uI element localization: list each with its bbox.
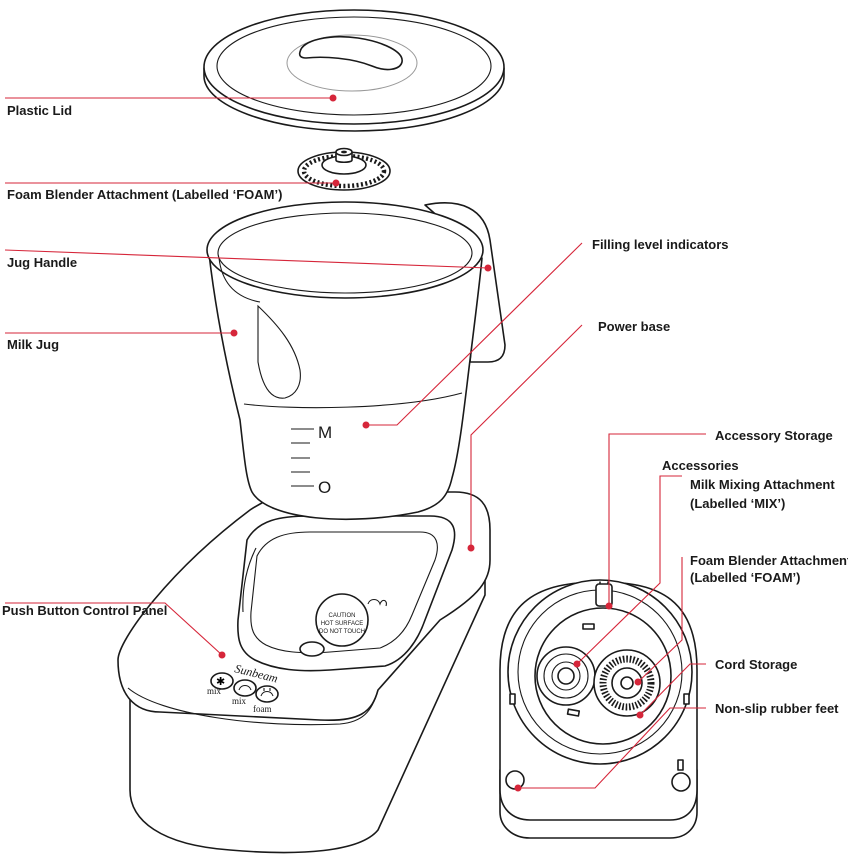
foam-blender-attachment-right [593, 649, 661, 717]
max-mark: M [318, 423, 332, 442]
milk-jug: M O [206, 201, 506, 521]
label-accessory-storage: Accessory Storage [715, 428, 833, 443]
label-milk-mixing-2: (Labelled ‘MIX’) [690, 496, 785, 511]
label-power-base: Power base [598, 319, 670, 334]
control-panel: Sunbeam ✱ mix mix foam [207, 661, 280, 714]
label-milk-mixing-1: Milk Mixing Attachment [690, 477, 835, 492]
label-filling-level: Filling level indicators [592, 237, 729, 252]
leader-dots [218, 94, 644, 792]
filling-level-marks: M O [291, 423, 332, 497]
milk-mixing-attachment [536, 646, 596, 706]
labels: Plastic Lid Foam Blender Attachment (Lab… [2, 103, 848, 716]
button-label-2: mix [232, 696, 247, 706]
foam-button[interactable]: foam [253, 685, 279, 714]
caution-text-3: DO NOT TOUCH [319, 629, 365, 635]
label-plastic-lid: Plastic Lid [7, 103, 72, 118]
button-label-1: mix [207, 686, 222, 696]
label-foam-blender-right-1: Foam Blender Attachment [690, 553, 848, 568]
power-base: CAUTION HOT SURFACE DO NOT TOUCH Sunbeam… [117, 491, 491, 854]
caution-sticker: CAUTION HOT SURFACE DO NOT TOUCH [315, 593, 369, 647]
label-push-button: Push Button Control Panel [2, 603, 167, 618]
mix-button-1[interactable]: ✱ mix [207, 672, 234, 696]
min-mark: O [318, 478, 331, 497]
base-underside [499, 579, 698, 839]
label-milk-jug: Milk Jug [7, 337, 59, 352]
label-rubber-feet: Non-slip rubber feet [715, 701, 839, 716]
label-jug-handle: Jug Handle [7, 255, 77, 270]
label-cord-storage: Cord Storage [715, 657, 797, 672]
label-foam-blender-top: Foam Blender Attachment (Labelled ‘FOAM’… [7, 187, 282, 202]
mix-button-2[interactable]: mix [232, 679, 257, 706]
caution-text-2: HOT SURFACE [321, 621, 364, 627]
foam-blender-attachment-top [297, 147, 391, 191]
snowflake-icon: ✱ [216, 675, 225, 688]
label-foam-blender-right-2: (Labelled ‘FOAM’) [690, 570, 801, 585]
label-accessories: Accessories [662, 458, 739, 473]
caution-text-1: CAUTION [329, 613, 356, 619]
leader-lines [4, 97, 706, 789]
plastic-lid [203, 9, 505, 132]
button-label-3: foam [253, 704, 272, 714]
